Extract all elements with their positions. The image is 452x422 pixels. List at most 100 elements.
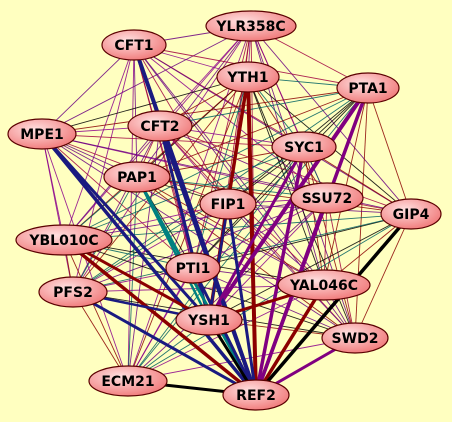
edge-yth1-mpe1 [41,76,249,135]
node-swd2[interactable]: SWD2 [321,322,389,354]
node-shape[interactable] [336,72,400,104]
node-pap1[interactable]: PAP1 [103,161,171,193]
edge-pti1-ecm21 [127,267,194,382]
node-label: PAP1 [117,170,157,186]
edge-pta1-cft2 [159,87,369,127]
node-shape[interactable] [199,188,257,220]
edge-ybl010c-ecm21 [63,239,129,382]
edge-pta1-gip4 [367,87,412,215]
node-shape[interactable] [271,131,337,163]
node-shape[interactable] [103,161,171,193]
node-mpe1[interactable]: MPE1 [7,118,77,150]
node-label: CFT2 [140,119,179,135]
edge-mpe1-yal046c [41,133,325,286]
node-label: YSH1 [187,313,230,329]
edge-strong-ybl010c-ref2 [62,238,258,397]
edge-cft1-gip4 [133,44,412,215]
node-label: GIP4 [393,207,430,223]
node-yth1[interactable]: YTH1 [216,61,280,93]
edge-pta1-mpe1 [41,87,369,135]
node-label: SYC1 [284,140,324,156]
node-label: YLR358C [215,19,285,35]
node-pta1[interactable]: PTA1 [336,72,400,104]
edge-strong-pta1-ysh1 [207,86,370,322]
node-label: YBL010C [28,233,98,249]
node-shape[interactable] [277,269,371,301]
edge-mpe1-pti1 [41,133,194,269]
edge-pap1-swd2 [136,176,356,339]
edge-cft1-ybl010c [63,44,135,241]
node-label: SWD2 [332,331,379,347]
node-shape[interactable] [38,276,108,308]
node-label: FIP1 [211,197,246,213]
edge-strong-ssu72-ref2 [254,196,329,397]
node-shape[interactable] [101,29,167,61]
node-cft2[interactable]: CFT2 [127,110,193,142]
edge-strong-fip1-ref2 [226,202,258,397]
node-pfs2[interactable]: PFS2 [38,276,108,308]
node-label: PTA1 [348,81,387,97]
node-ssu72[interactable]: SSU72 [290,182,364,214]
node-gip4[interactable]: GIP4 [380,198,442,230]
edge-strong-gip4-ref2 [254,212,413,397]
edge-pta1-swd2 [354,87,369,339]
edge-strong-syc1-ysh1 [207,145,306,322]
edge-cft2-gip4 [159,125,412,215]
node-label: YTH1 [226,70,268,86]
node-ref2[interactable]: REF2 [222,379,290,411]
node-shape[interactable] [127,110,193,142]
node-shape[interactable] [88,365,168,397]
node-label: MPE1 [20,127,64,143]
edge-cft2-pfs2 [72,125,161,293]
edge-ylr358c-gip4 [250,25,412,215]
node-yal046c[interactable]: YAL046C [277,269,371,301]
edge-strong-pap1-ref2 [135,175,258,397]
node-fip1[interactable]: FIP1 [199,188,257,220]
node-shape[interactable] [216,61,280,93]
node-shape[interactable] [222,379,290,411]
edge-cft1-yal046c [133,44,325,286]
edge-syc1-yal046c [303,146,325,286]
node-shape[interactable] [165,252,221,284]
node-shape[interactable] [205,10,297,42]
node-pti1[interactable]: PTI1 [165,252,221,284]
node-shape[interactable] [290,182,364,214]
edge-strong-cft2-ysh1 [158,124,211,322]
edge-strong-pap1-ysh1 [135,175,211,322]
node-shape[interactable] [7,118,77,150]
edge-gip4-pti1 [192,213,412,269]
node-ybl010c[interactable]: YBL010C [15,224,113,256]
node-syc1[interactable]: SYC1 [271,131,337,163]
node-label: PTI1 [176,261,211,277]
edge-ssu72-pfs2 [72,197,328,293]
node-ylr358c[interactable]: YLR358C [205,10,297,42]
node-label: SSU72 [302,191,352,207]
node-shape[interactable] [15,224,113,256]
edge-gip4-pfs2 [72,213,412,293]
node-cft1[interactable]: CFT1 [101,29,167,61]
node-label: PFS2 [53,285,93,301]
edge-strong-yth1-ref2 [246,75,258,397]
edge-gip4-swd2 [354,213,412,339]
edge-mpe1-pfs2 [41,133,74,293]
node-shape[interactable] [321,322,389,354]
edge-cft1-mpe1 [41,44,135,135]
edge-strong-mpe1-ref2 [40,132,258,397]
edge-ylr358c-cft2 [159,25,252,127]
edge-gip4-ecm21 [127,213,412,382]
node-label: REF2 [236,388,276,404]
node-ecm21[interactable]: ECM21 [88,365,168,397]
node-ysh1[interactable]: YSH1 [175,304,243,336]
edge-ylr358c-pap1 [136,25,252,178]
edge-strong-pfs2-ref2 [71,290,258,397]
node-label: YAL046C [289,278,358,294]
edge-strong-syc1-ref2 [254,145,306,397]
node-shape[interactable] [175,304,243,336]
edge-layer [40,25,413,397]
node-label: CFT1 [114,38,153,54]
node-shape[interactable] [380,198,442,230]
edge-fip1-pfs2 [72,203,229,293]
node-label: ECM21 [101,374,154,390]
edge-gip4-ybl010c [63,213,412,241]
